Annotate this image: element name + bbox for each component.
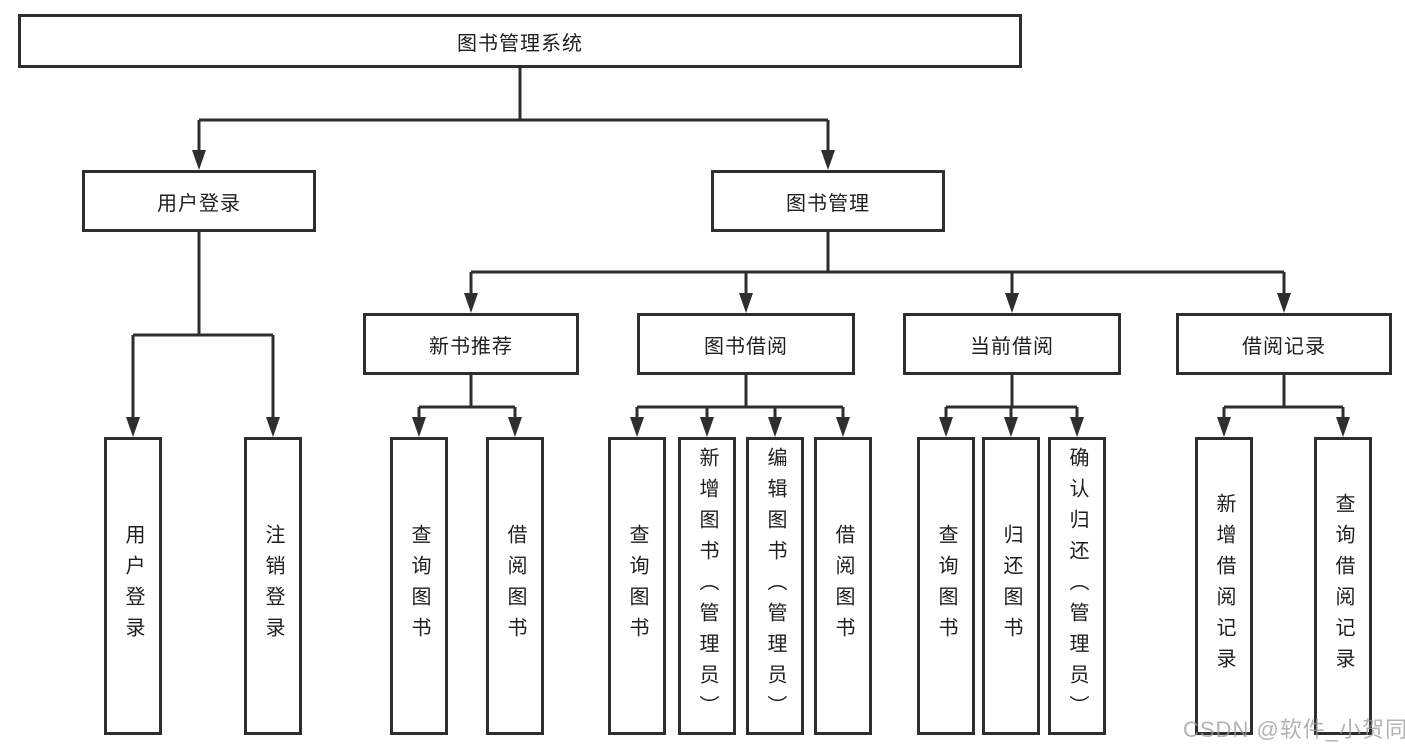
node-label: 用户登录: [157, 192, 241, 215]
leaf-query-books: 查询图书: [608, 437, 666, 735]
leaf-label: 借阅图书: [504, 524, 526, 648]
node-current-borrowing: 当前借阅: [903, 313, 1121, 375]
node-label: 当前借阅: [970, 335, 1054, 358]
leaf-add-borrow-record: 新增借阅记录: [1195, 437, 1253, 735]
leaf-add-books-admin: 新增图书（管理员）: [678, 437, 736, 735]
leaf-borrow-books: 借阅图书: [814, 437, 872, 735]
leaf-label: 查询图书: [626, 524, 648, 648]
leaf-label: 新增图书（管理员）: [696, 446, 718, 726]
node-label: 图书借阅: [704, 335, 788, 358]
node-book-borrowing: 图书借阅: [637, 313, 855, 375]
leaf-label: 编辑图书（管理员）: [764, 446, 786, 726]
leaf-confirm-return-admin: 确认归还（管理员）: [1048, 437, 1106, 735]
leaf-label: 查询图书: [935, 524, 957, 648]
leaf-label: 查询图书: [408, 524, 430, 648]
leaf-edit-books-admin: 编辑图书（管理员）: [746, 437, 804, 735]
node-user-login: 用户登录: [82, 170, 316, 232]
leaf-query-books: 查询图书: [917, 437, 975, 735]
leaf-label: 用户登录: [122, 524, 144, 648]
node-new-book-recommendation: 新书推荐: [363, 313, 579, 375]
node-label: 新书推荐: [429, 335, 513, 358]
leaf-label: 注销登录: [262, 524, 284, 648]
leaf-label: 确认归还（管理员）: [1066, 446, 1088, 726]
node-book-management: 图书管理: [711, 170, 945, 232]
leaf-label: 归还图书: [1000, 524, 1022, 648]
leaf-borrow-books: 借阅图书: [486, 437, 544, 735]
leaf-query-books: 查询图书: [390, 437, 448, 735]
node-label: 图书管理: [786, 192, 870, 215]
csdn-watermark: CSDN @软件_小贺同学: [1183, 717, 1405, 742]
leaf-label: 借阅图书: [832, 524, 854, 648]
leaf-return-books: 归还图书: [982, 437, 1040, 735]
node-borrowing-records: 借阅记录: [1176, 313, 1392, 375]
node-library-management-system: 图书管理系统: [18, 14, 1022, 68]
node-label: 借阅记录: [1242, 335, 1326, 358]
leaf-query-borrow-record: 查询借阅记录: [1314, 437, 1372, 735]
node-label: 图书管理系统: [457, 32, 583, 55]
leaf-user-login: 用户登录: [104, 437, 162, 735]
leaf-logout: 注销登录: [244, 437, 302, 735]
leaf-label: 查询借阅记录: [1332, 493, 1354, 679]
leaf-label: 新增借阅记录: [1213, 493, 1235, 679]
